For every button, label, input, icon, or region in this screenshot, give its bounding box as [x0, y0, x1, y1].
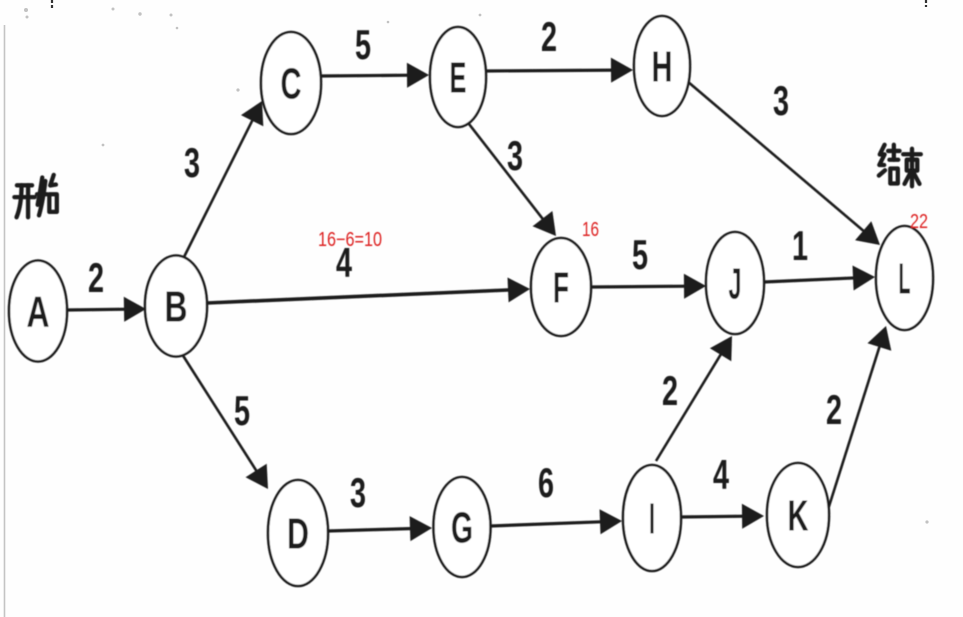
svg-text:16−6=10: 16−6=10: [318, 229, 382, 251]
svg-text:5: 5: [355, 21, 371, 68]
svg-text:1: 1: [792, 222, 808, 269]
svg-text:H: H: [652, 43, 673, 92]
svg-text:G: G: [451, 504, 473, 553]
svg-text:6: 6: [538, 459, 554, 506]
svg-text:5: 5: [632, 231, 648, 278]
svg-text:16: 16: [582, 219, 599, 241]
svg-text:D: D: [287, 510, 309, 559]
svg-text:5: 5: [234, 387, 250, 434]
svg-text:B: B: [165, 283, 188, 332]
svg-text:L: L: [899, 255, 911, 304]
svg-text:3: 3: [184, 139, 200, 186]
svg-text:4: 4: [336, 239, 352, 286]
svg-text:4: 4: [713, 451, 729, 498]
svg-text:22: 22: [910, 211, 928, 233]
svg-text:3: 3: [507, 132, 523, 179]
svg-text:C: C: [281, 60, 302, 109]
svg-text:K: K: [788, 492, 809, 541]
svg-text:3: 3: [350, 469, 366, 516]
svg-text:3: 3: [773, 77, 789, 124]
svg-text:A: A: [27, 288, 50, 337]
svg-text:F: F: [553, 264, 569, 313]
svg-text:E: E: [450, 54, 467, 103]
svg-text:2: 2: [662, 367, 678, 414]
svg-text:2: 2: [541, 13, 557, 60]
svg-text:I: I: [649, 495, 655, 544]
svg-text:2: 2: [88, 254, 104, 301]
svg-text:J: J: [729, 260, 742, 309]
svg-text:2: 2: [826, 386, 842, 433]
